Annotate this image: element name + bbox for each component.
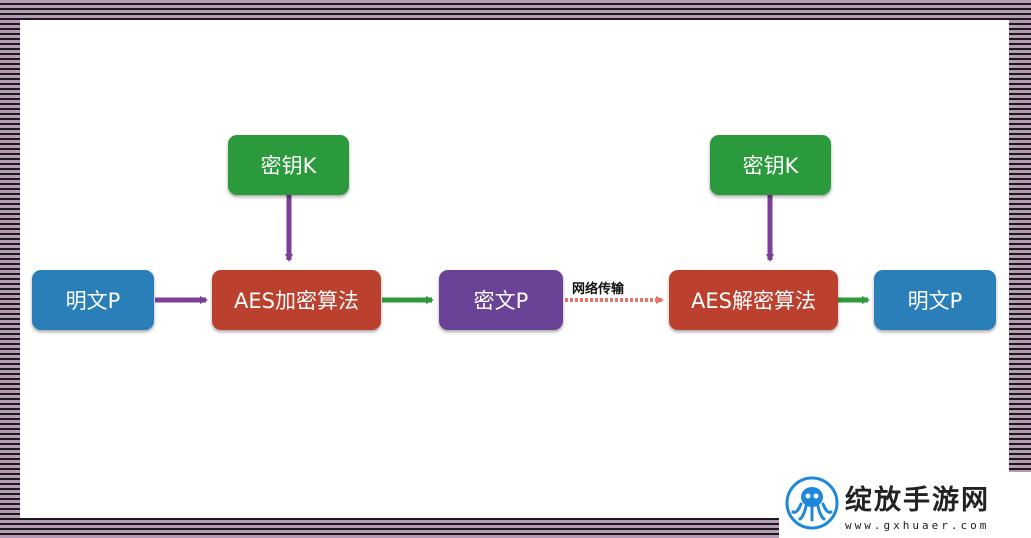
node-ciphertext: 密文P [439, 270, 563, 330]
watermark-url: www.gxhuaer.com [845, 519, 990, 532]
node-plaintext-input: 明文P [32, 270, 154, 330]
watermark-title: 绽放手游网 [845, 485, 990, 516]
diagram-canvas: 密钥K 明文P AES加密算法 密文P 网络传输 AES解密算法 密钥K 明文P [20, 20, 1009, 518]
node-aes-encrypt: AES加密算法 [212, 270, 381, 330]
node-aes-decrypt: AES解密算法 [669, 270, 838, 330]
watermark: 绽放手游网 www.gxhuaer.com [779, 472, 1031, 538]
node-key-encrypt: 密钥K [228, 135, 349, 195]
node-key-decrypt: 密钥K [710, 135, 831, 195]
diagram-edges [155, 195, 870, 304]
node-plaintext-output: 明文P [874, 270, 996, 330]
octopus-logo-icon [785, 476, 839, 534]
label-network-transfer: 网络传输 [572, 282, 625, 297]
watermark-text: 绽放手游网 www.gxhuaer.com [845, 478, 990, 532]
